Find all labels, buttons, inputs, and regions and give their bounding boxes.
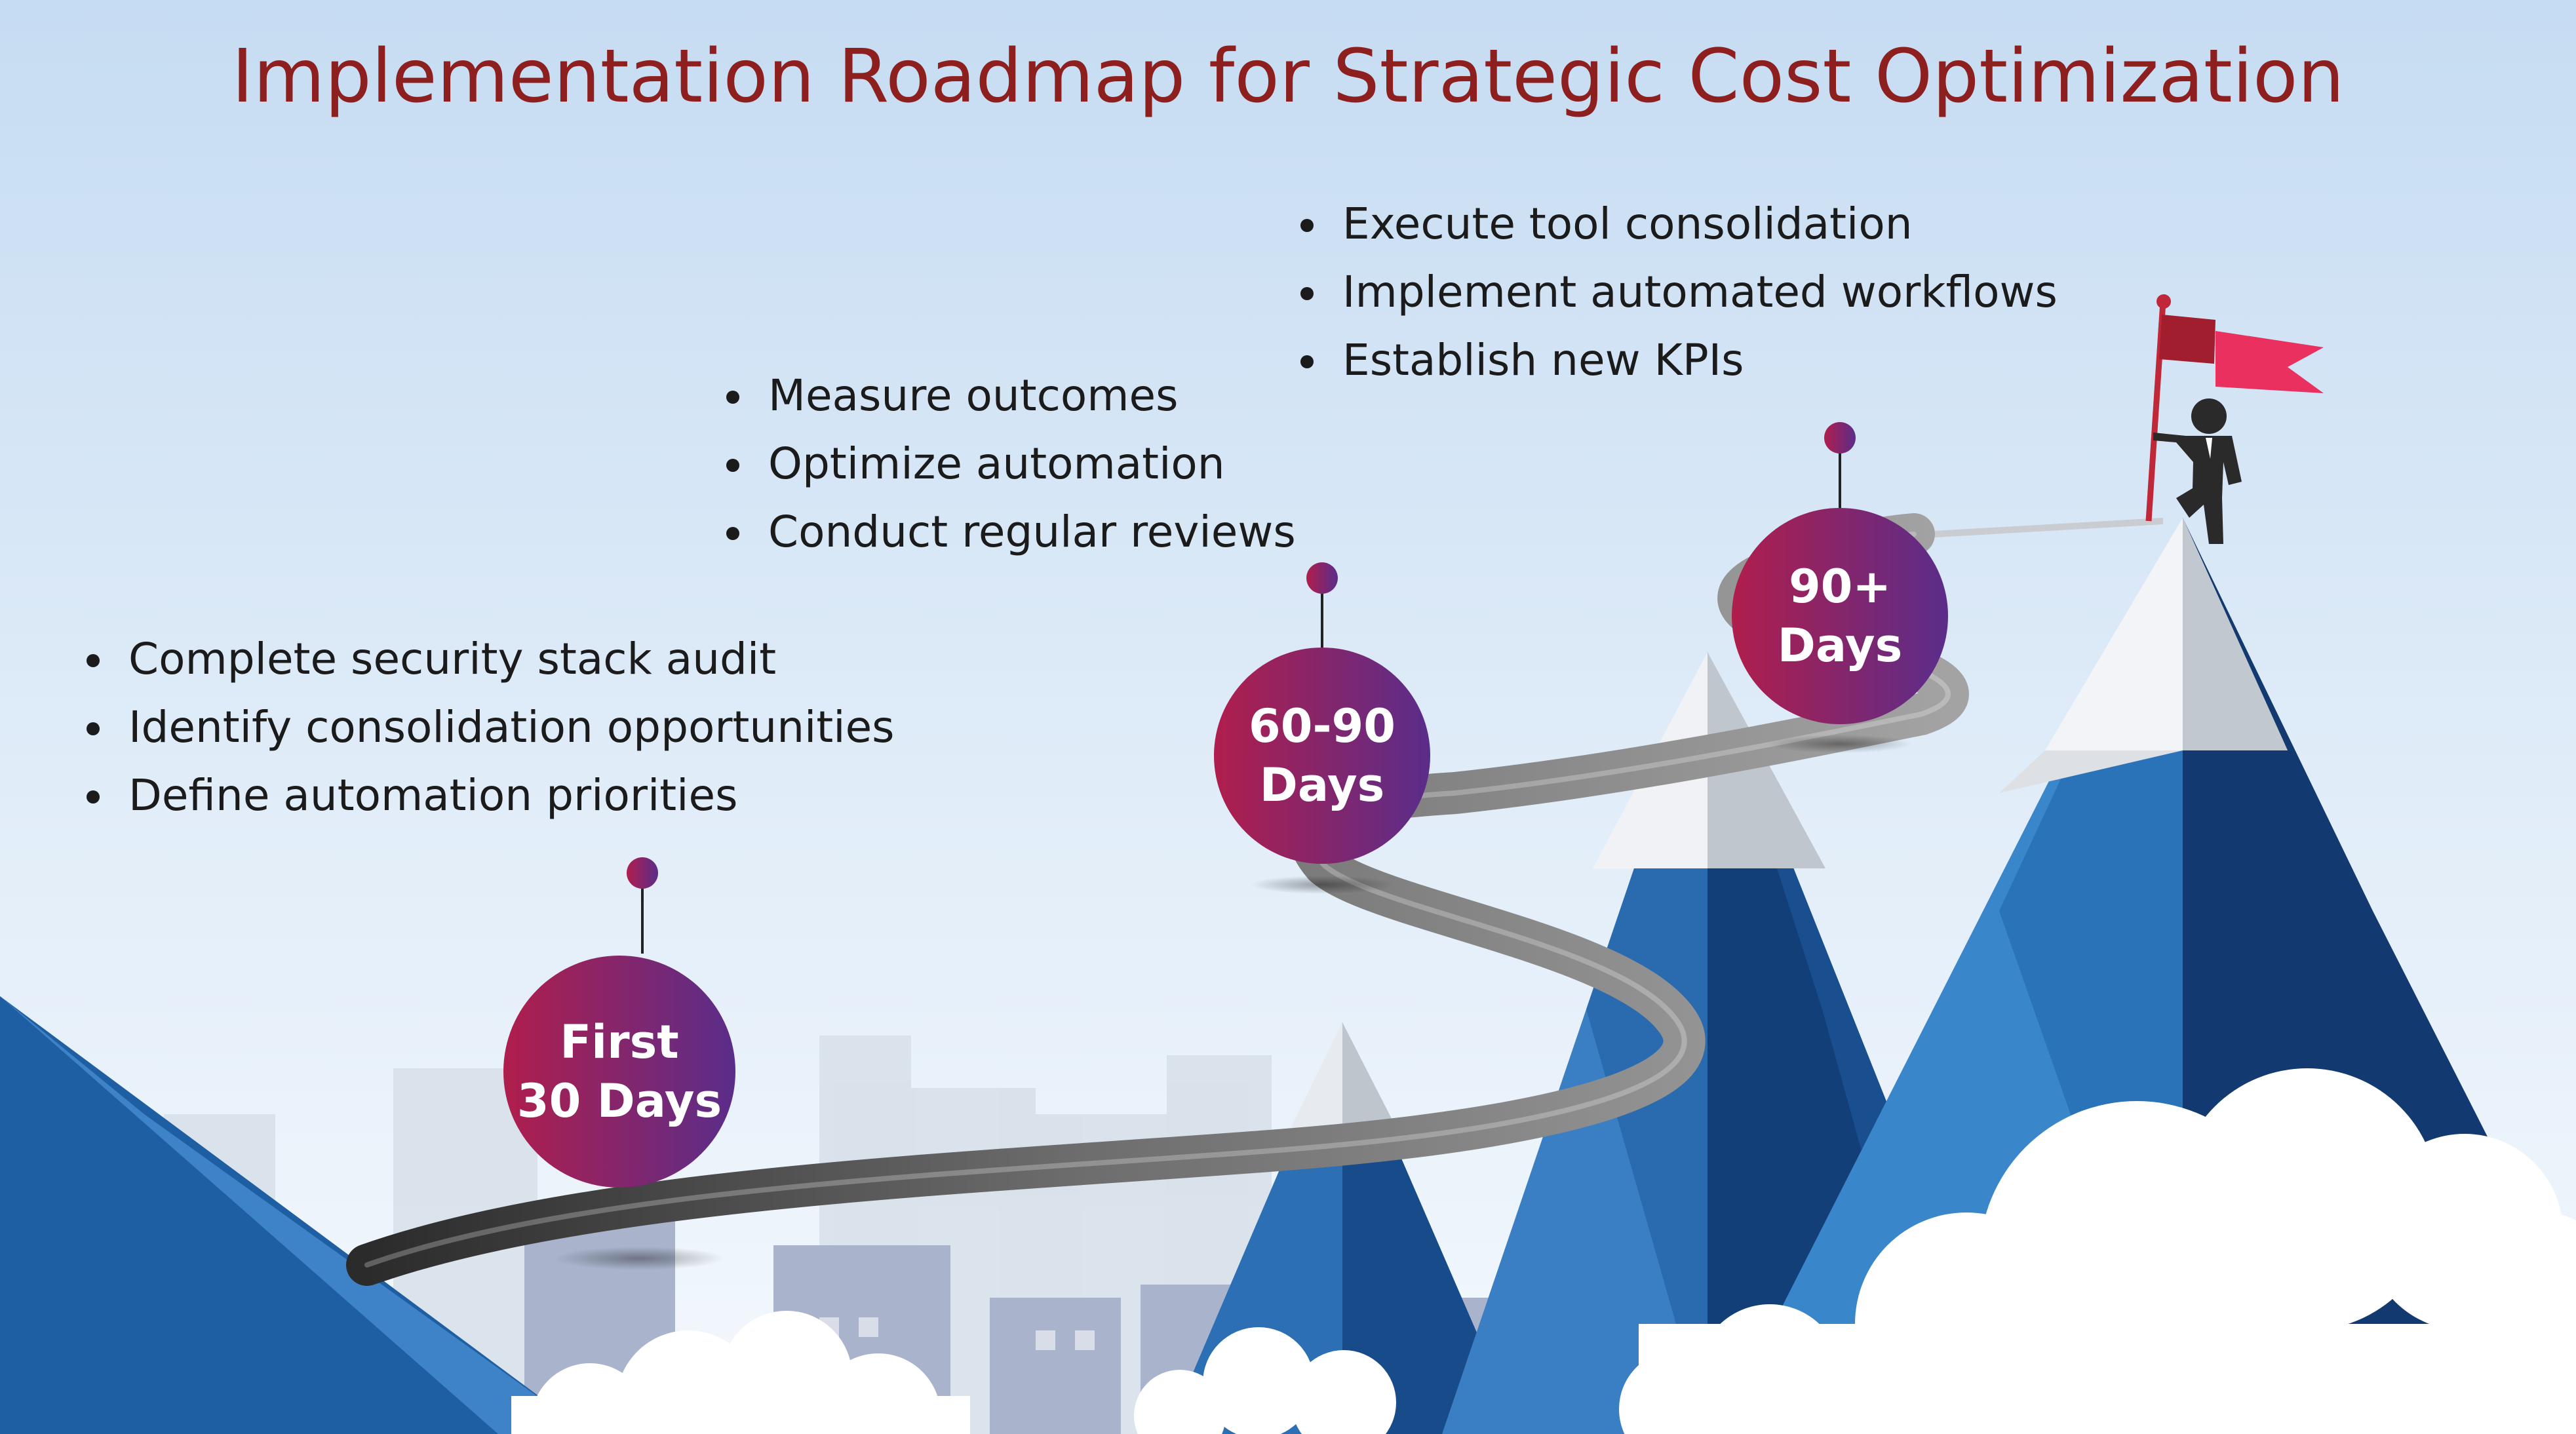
list-item: Conduct regular reviews xyxy=(717,498,1296,566)
stage-1-circle xyxy=(503,956,735,1188)
stage-1-label-line-2: 30 Days xyxy=(517,1074,722,1128)
stage-2-circle xyxy=(1214,648,1430,864)
left-hill xyxy=(0,996,590,1434)
stage-3-label-line-1: 90+ xyxy=(1788,560,1892,613)
summit-flag-icon xyxy=(2145,294,2324,522)
stage-3-label-line-2: Days xyxy=(1777,619,1903,672)
pin-marker-icon xyxy=(627,857,658,954)
stage-1-label: First 30 Days xyxy=(503,956,735,1188)
list-item: Define automation priorities xyxy=(77,762,895,830)
list-item: Implement automated workflows xyxy=(1291,258,2058,326)
cloud-icon xyxy=(1134,1327,1396,1434)
pin-marker-icon xyxy=(1824,422,1856,508)
pin-marker-icon xyxy=(1306,562,1338,648)
stage-3-label: 90+ Days xyxy=(1732,508,1948,724)
list-item: Optimize automation xyxy=(717,430,1296,498)
stage-2-task-list: Measure outcomes Optimize automation Con… xyxy=(717,362,1296,566)
cloud-icon xyxy=(511,1311,970,1434)
stage-2-label-line-1: 60-90 xyxy=(1249,699,1395,753)
stage-3-task-list: Execute tool consolidation Implement aut… xyxy=(1291,190,2058,395)
list-item: Complete security stack audit xyxy=(77,625,895,693)
stage-1-task-list: Complete security stack audit Identify c… xyxy=(77,625,895,830)
cloud-icon xyxy=(1619,1068,2576,1434)
stage-1-label-line-1: First xyxy=(560,1015,679,1069)
list-item: Establish new KPIs xyxy=(1291,326,2058,395)
stage-2-label: 60-90 Days xyxy=(1214,648,1430,864)
stage-2-label-line-2: Days xyxy=(1259,758,1385,812)
list-item: Measure outcomes xyxy=(717,362,1296,430)
climber-icon xyxy=(2153,398,2242,544)
stage-3-circle xyxy=(1732,508,1948,724)
list-item: Execute tool consolidation xyxy=(1291,190,2058,258)
page-title: Implementation Roadmap for Strategic Cos… xyxy=(231,34,2345,119)
list-item: Identify consolidation opportunities xyxy=(77,693,895,762)
